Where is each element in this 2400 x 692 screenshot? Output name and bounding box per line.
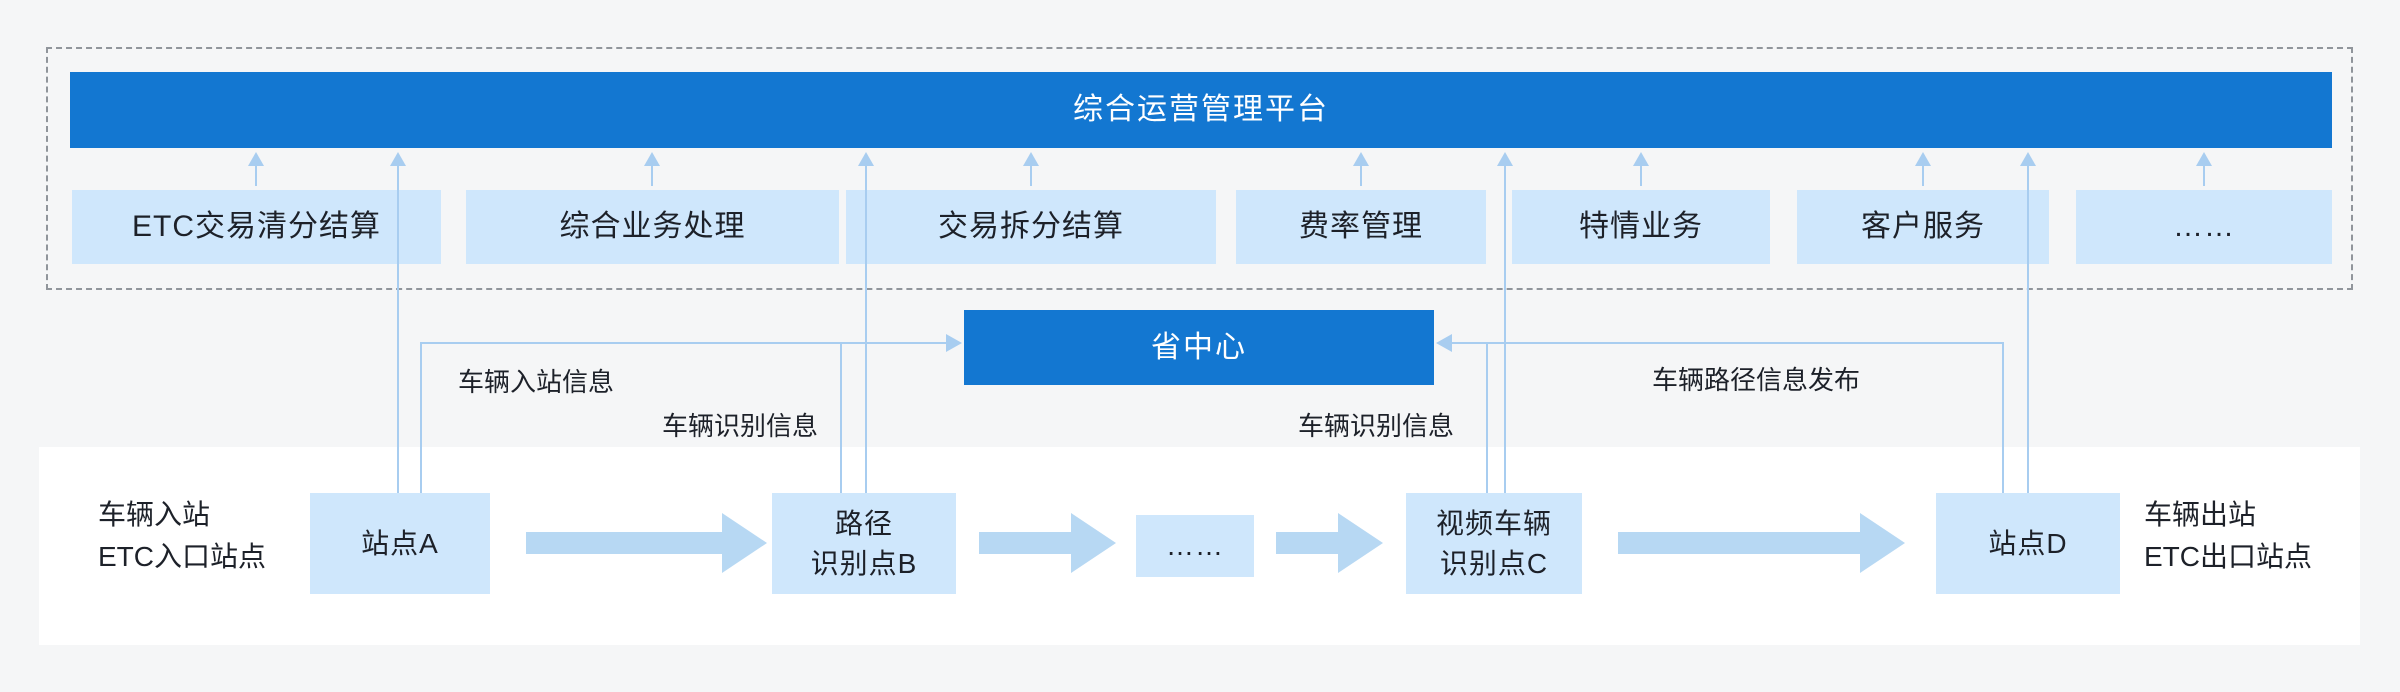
up-arrow-icon (1030, 164, 1032, 186)
station-d-join-line (2002, 342, 2004, 493)
flow-node-label: 站点A (361, 527, 439, 559)
up-arrow-icon (651, 164, 653, 186)
up-arrow-head-icon (1633, 152, 1649, 166)
module-etc-clearing: ETC交易清分结算 (72, 190, 441, 264)
label-route-info-publish: 车辆路径信息发布 (1652, 365, 1861, 395)
right-arrow-head-icon (946, 334, 962, 352)
entry-caption-line1: 车辆入站 (98, 499, 211, 530)
left-channel-line (420, 342, 946, 344)
up-arrow-head-icon (390, 152, 406, 166)
flow-node-label: …… (1166, 530, 1224, 561)
module-integrated-business: 综合业务处理 (466, 190, 839, 264)
entry-caption: 车辆入站 ETC入口站点 (98, 494, 266, 578)
up-arrow-icon (255, 164, 257, 186)
up-arrow-icon (1640, 164, 1642, 186)
up-arrow-head-icon (858, 152, 874, 166)
right-channel-line (1452, 342, 2004, 344)
point-b-to-platform-line (865, 164, 867, 493)
up-arrow-head-icon (1353, 152, 1369, 166)
point-c-to-platform-line (1504, 164, 1506, 493)
station-a-join-line (420, 342, 422, 493)
station-a-to-platform-line (397, 164, 399, 493)
province-center-box: 省中心 (964, 310, 1434, 385)
module-more: …… (2076, 190, 2332, 264)
up-arrow-head-icon (1915, 152, 1931, 166)
point-c-join-line (1486, 342, 1488, 493)
flow-arrow-icon (1618, 532, 1860, 554)
flow-arrow-head-icon (1071, 513, 1116, 573)
label-vehicle-ident-info-left: 车辆识别信息 (662, 411, 819, 441)
point-b-join-line (840, 342, 842, 493)
flow-arrow-head-icon (1860, 513, 1905, 573)
platform-banner: 综合运营管理平台 (70, 72, 2332, 148)
up-arrow-head-icon (1023, 152, 1039, 166)
flow-node-ellipsis: …… (1136, 515, 1254, 577)
flow-arrow-head-icon (722, 513, 767, 573)
flow-node-video-point-c: 视频车辆 识别点C (1406, 493, 1582, 594)
up-arrow-head-icon (644, 152, 660, 166)
label-vehicle-ident-info-right: 车辆识别信息 (1298, 411, 1455, 441)
flow-node-label: 视频车辆 (1435, 507, 1552, 539)
up-arrow-head-icon (2020, 152, 2036, 166)
flow-node-path-point-b: 路径 识别点B (772, 493, 956, 594)
flow-node-label: 站点D (1988, 527, 2068, 559)
up-arrow-icon (1360, 164, 1362, 186)
flow-node-station-a: 站点A (310, 493, 490, 594)
label-vehicle-entry-info: 车辆入站信息 (458, 367, 615, 397)
module-rate-management: 费率管理 (1236, 190, 1486, 264)
up-arrow-head-icon (248, 152, 264, 166)
exit-caption-line1: 车辆出站 (2144, 499, 2257, 530)
up-arrow-head-icon (1497, 152, 1513, 166)
up-arrow-icon (2203, 164, 2205, 186)
up-arrow-head-icon (2196, 152, 2212, 166)
exit-caption: 车辆出站 ETC出口站点 (2144, 494, 2312, 578)
entry-caption-line2: ETC入口站点 (98, 541, 267, 572)
flow-node-label: 路径 (834, 507, 893, 539)
module-transaction-split: 交易拆分结算 (846, 190, 1216, 264)
module-special-business: 特情业务 (1512, 190, 1770, 264)
flow-node-station-d: 站点D (1936, 493, 2120, 594)
flow-arrow-icon (526, 532, 722, 554)
flow-node-label: 识别点B (810, 547, 918, 579)
platform-dashed-frame (46, 47, 2353, 290)
flow-node-label: 识别点C (1439, 547, 1549, 579)
module-customer-service: 客户服务 (1797, 190, 2049, 264)
station-d-to-platform-line (2027, 164, 2029, 493)
flow-arrow-icon (979, 532, 1071, 554)
up-arrow-icon (1922, 164, 1924, 186)
flow-arrow-icon (1276, 532, 1338, 554)
exit-caption-line2: ETC出口站点 (2144, 541, 2313, 572)
flow-arrow-head-icon (1338, 513, 1383, 573)
left-arrow-head-icon (1436, 334, 1452, 352)
